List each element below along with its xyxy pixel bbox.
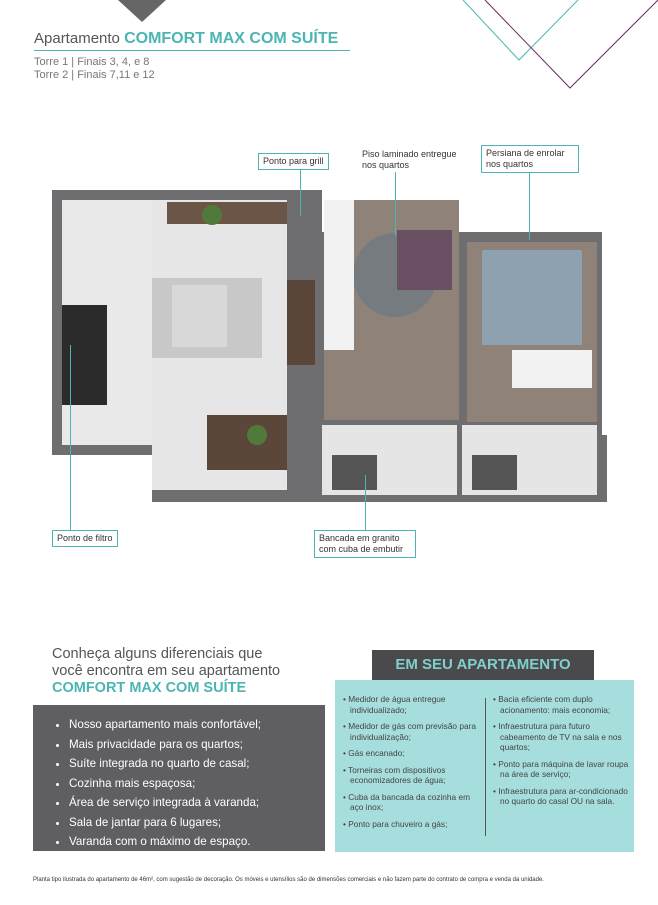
callout-line	[365, 475, 366, 530]
feature-item: Varanda com o máximo de espaço.	[69, 832, 325, 852]
apartment-item: • Infraestrutura para ar-condicionado no…	[493, 785, 628, 807]
title-underline	[34, 50, 350, 51]
callout-counter: Bancada em granito com cuba de embutir	[314, 530, 416, 558]
feature-item: Sala de jantar para 6 lugares;	[69, 813, 325, 833]
floor-plan	[52, 190, 607, 502]
callout-line	[70, 345, 71, 530]
feature-item: Nosso apartamento mais confortável;	[69, 715, 325, 735]
apartment-item: • Gás encanado;	[343, 748, 405, 758]
apartment-item: • Infraestrutura para futuro cabeamento …	[493, 721, 622, 752]
apartment-features-box: • Medidor de água entregue individualiza…	[335, 680, 634, 852]
callout-line	[529, 168, 530, 240]
apartment-item: • Torneiras com dispositivos economizado…	[343, 764, 446, 786]
tower-2: Torre 2 | Finais 7,11 e 12	[34, 69, 155, 81]
callout-blind: Persiana de enrolar nos quartos	[481, 145, 579, 173]
feature-item: Área de serviço integrada à varanda;	[69, 793, 325, 813]
apartment-item: • Medidor de gás com previsão para indiv…	[343, 721, 476, 742]
apartment-item: • Medidor de água entregue individualiza…	[343, 694, 446, 715]
footnote: Planta tipo ilustrada do apartamento de …	[33, 877, 544, 883]
decorative-shapes	[118, 0, 658, 89]
callout-filter: Ponto de filtro	[52, 530, 118, 547]
callout-line	[395, 172, 396, 236]
features-box: Nosso apartamento mais confortável; Mais…	[33, 705, 325, 851]
page-title: Apartamento COMFORT MAX COM SUÍTE	[34, 30, 339, 47]
column-divider	[485, 698, 486, 836]
apartment-item: • Ponto para chuveiro a gás;	[343, 818, 448, 829]
apartment-item: • Bacia eficiente com duplo acionamento:…	[493, 694, 611, 715]
callout-grill: Ponto para grill	[258, 153, 329, 170]
feature-item: Cozinha mais espaçosa;	[69, 774, 325, 794]
apartment-item: • Ponto para máquina de lavar roupa na á…	[493, 758, 629, 780]
apartment-item: • Cuba da bancada da cozinha em aço inox…	[343, 791, 470, 813]
tower-1: Torre 1 | Finais 3, 4, e 8	[34, 56, 150, 68]
callout-line	[300, 168, 301, 216]
feature-item: Suíte integrada no quarto de casal;	[69, 754, 325, 774]
apartment-section-title: EM SEU APARTAMENTO	[372, 650, 594, 680]
feature-item: Mais privacidade para os quartos;	[69, 735, 325, 755]
callout-floor: Piso laminado entregue nos quartos	[362, 149, 457, 170]
